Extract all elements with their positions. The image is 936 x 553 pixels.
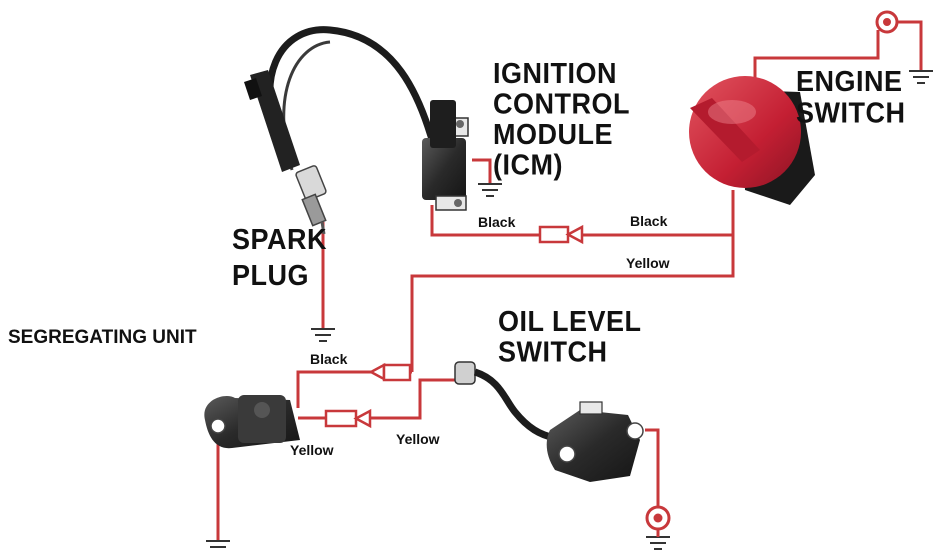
wire-label-black-seg: Black	[310, 351, 348, 367]
spark-plug-icon	[244, 26, 439, 235]
spark-plug-label-line-1: SPARK	[232, 223, 328, 256]
wire-label-yellow-top: Yellow	[626, 255, 670, 271]
engine-switch-icon	[689, 76, 815, 205]
icm-icon	[422, 100, 469, 211]
spark-plug-label-line-2: PLUG	[232, 259, 310, 292]
terminal-ring-icon	[645, 505, 671, 537]
spark-plug-label: SPARK PLUG	[232, 223, 328, 292]
icm-label-line-1: IGNITION	[493, 57, 617, 90]
wire-icm-ground	[472, 158, 492, 183]
engine-switch-label-line-1: ENGINE	[796, 65, 903, 98]
segregating-unit-icon	[204, 395, 300, 449]
connector-diode-icon	[324, 408, 372, 429]
icm-label-line-2: CONTROL	[493, 88, 630, 120]
wire-label-yellow-oil: Yellow	[396, 431, 440, 447]
wire-label-black-icm: Black	[478, 214, 516, 230]
terminal-ring-icon	[875, 10, 899, 34]
icm-label-line-3: MODULE	[493, 118, 613, 151]
ground-symbol-icon	[206, 540, 230, 548]
wire-oil-ground	[645, 428, 660, 508]
ground-symbol-icon	[311, 328, 335, 342]
connector-diode-icon	[368, 362, 412, 382]
ground-symbol-icon	[909, 70, 933, 84]
engine-switch-label: ENGINE SWITCH	[796, 65, 906, 129]
ground-symbol-icon	[478, 183, 502, 197]
wire-yellow-seg	[298, 378, 460, 420]
oil-level-switch-label-line-2: SWITCH	[498, 336, 608, 368]
oil-level-switch-label: OIL LEVEL SWITCH	[498, 305, 642, 368]
wire-yellow-top	[410, 235, 735, 372]
ground-symbol-icon	[646, 536, 670, 550]
wire-label-black-switch: Black	[630, 213, 668, 229]
oil-level-switch-label-line-1: OIL LEVEL	[498, 305, 642, 338]
wire-engine-ground	[753, 30, 880, 80]
connector-diode-icon	[538, 224, 584, 245]
icm-label: IGNITION CONTROL MODULE (ICM)	[493, 57, 630, 181]
icm-label-line-4: (ICM)	[493, 149, 563, 181]
oil-level-switch-icon	[454, 361, 644, 482]
wire-engine-ground-right	[895, 20, 923, 70]
engine-switch-label-line-2: SWITCH	[796, 97, 906, 129]
wire-label-yellow-seg: Yellow	[290, 442, 334, 458]
segregating-unit-label: SEGREGATING UNIT	[8, 327, 197, 348]
